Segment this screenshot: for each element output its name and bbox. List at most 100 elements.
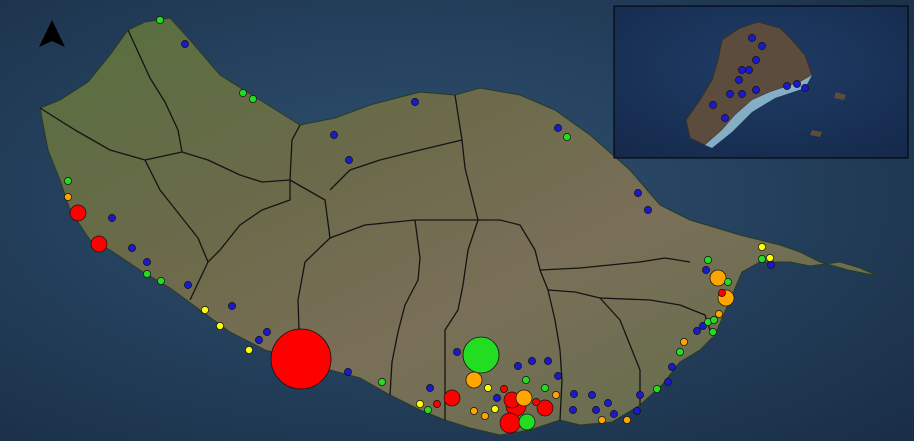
map-point-blue — [143, 258, 151, 266]
inset-point-blue — [745, 66, 753, 74]
inset-point-blue — [752, 56, 760, 64]
map-point-blue — [184, 281, 192, 289]
map-point-blue — [592, 406, 600, 414]
map-point-green — [709, 328, 717, 336]
map-point-blue — [544, 357, 552, 365]
map-point-blue — [528, 357, 536, 365]
map-point-yellow — [245, 346, 253, 354]
map-point-yellow — [484, 384, 492, 392]
map-point-blue — [330, 131, 338, 139]
inset-point-blue — [735, 76, 743, 84]
map-point-blue — [610, 410, 618, 418]
map-point-orange — [64, 193, 72, 201]
map-point-red — [718, 289, 726, 297]
map-point-blue — [493, 394, 501, 402]
map-point-blue — [636, 391, 644, 399]
map-point-yellow — [416, 400, 424, 408]
map-point-green — [710, 316, 718, 324]
map-point-blue — [426, 384, 434, 392]
map-point-blue — [181, 40, 189, 48]
map-point-green — [522, 376, 530, 384]
inset-point-blue — [738, 90, 746, 98]
map-point-blue — [604, 399, 612, 407]
map-point-blue — [644, 206, 652, 214]
north-arrow-icon — [39, 20, 65, 47]
inset-shoreline — [705, 75, 812, 148]
map-point-blue — [554, 124, 562, 132]
map-point-orange — [552, 391, 560, 399]
map-point-yellow — [766, 254, 774, 262]
map-point-red — [433, 400, 441, 408]
map-point-blue — [633, 407, 641, 415]
inset-islet — [834, 92, 846, 100]
map-point-green — [143, 270, 151, 278]
map-point-orange — [481, 412, 489, 420]
map-point-blue — [693, 327, 701, 335]
inset-point-blue — [748, 34, 756, 42]
map-point-green — [518, 413, 536, 431]
map-point-blue — [702, 266, 710, 274]
map-point-red — [90, 235, 108, 253]
map-point-green — [563, 133, 571, 141]
map-point-green — [541, 384, 549, 392]
inset-point-blue — [783, 82, 791, 90]
map-point-blue — [668, 363, 676, 371]
inset-point-blue — [758, 42, 766, 50]
map-point-blue — [411, 98, 419, 106]
map-point-green — [157, 277, 165, 285]
map-point-green — [239, 89, 247, 97]
inset-point-blue — [752, 86, 760, 94]
inset-islet — [810, 130, 822, 137]
map-point-red — [500, 385, 508, 393]
map-point-orange — [680, 338, 688, 346]
map-point-green — [704, 256, 712, 264]
inset-point-blue — [801, 84, 809, 92]
inset-point-blue — [721, 114, 729, 122]
map-point-blue — [108, 214, 116, 222]
map-point-blue — [453, 348, 461, 356]
map-point-orange — [598, 416, 606, 424]
map-point-green — [424, 406, 432, 414]
map-point-blue — [255, 336, 263, 344]
map-point-red — [536, 399, 554, 417]
map-point-orange — [465, 371, 483, 389]
map-point-green — [758, 255, 766, 263]
inset-map-porto-santo — [613, 5, 909, 159]
map-point-green — [676, 348, 684, 356]
map-point-green — [249, 95, 257, 103]
municipality-borders — [39, 29, 711, 421]
map-point-orange — [709, 269, 727, 287]
map-point-green — [653, 385, 661, 393]
inset-point-blue — [738, 66, 746, 74]
map-point-blue — [767, 261, 775, 269]
map-point-yellow — [201, 306, 209, 314]
map-point-yellow — [491, 405, 499, 413]
map-point-blue — [588, 391, 596, 399]
map-point-orange — [623, 416, 631, 424]
map-point-red — [270, 328, 332, 390]
map-point-orange — [715, 310, 723, 318]
map-point-blue — [570, 390, 578, 398]
map-point-green — [64, 177, 72, 185]
map-point-blue — [554, 372, 562, 380]
inset-point-blue — [793, 80, 801, 88]
map-point-green — [724, 278, 732, 286]
map-point-yellow — [216, 322, 224, 330]
map-point-blue — [345, 156, 353, 164]
map-point-blue — [263, 328, 271, 336]
map-point-blue — [128, 244, 136, 252]
map-point-red — [443, 389, 461, 407]
inset-point-blue — [726, 90, 734, 98]
map-point-red — [499, 412, 521, 434]
map-point-yellow — [758, 243, 766, 251]
map-point-green — [378, 378, 386, 386]
map-point-blue — [514, 362, 522, 370]
map-point-blue — [569, 406, 577, 414]
map-point-orange — [470, 407, 478, 415]
map-point-green — [156, 16, 164, 24]
map-point-red — [69, 204, 87, 222]
map-point-green — [462, 336, 500, 374]
map-point-red — [532, 398, 540, 406]
inset-point-blue — [709, 101, 717, 109]
